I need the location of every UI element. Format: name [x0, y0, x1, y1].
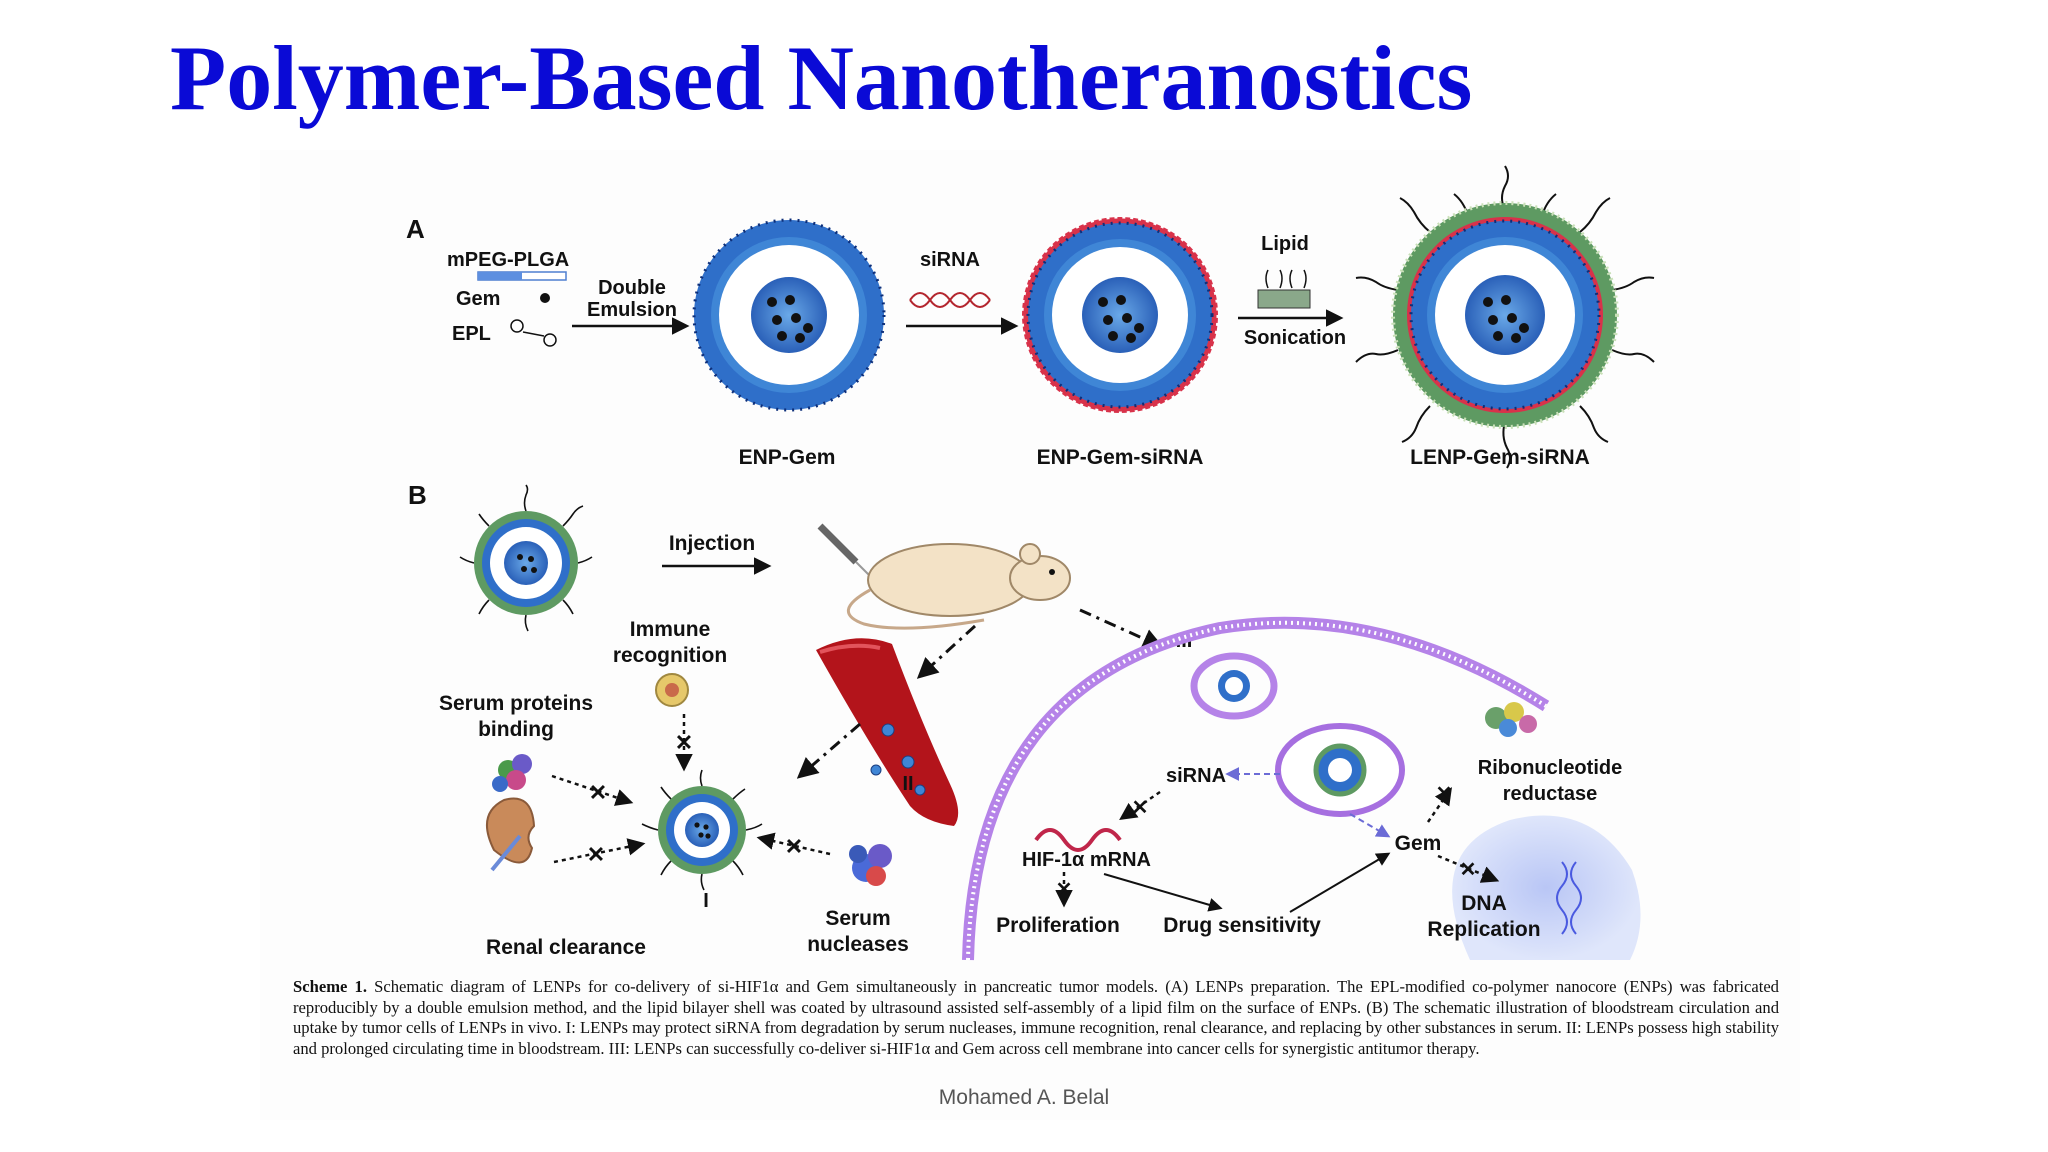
endosome	[1275, 723, 1405, 817]
input-gem: Gem	[456, 288, 500, 310]
label-sirna-release: siRNA	[1166, 765, 1226, 787]
input-epl: EPL	[452, 323, 491, 345]
step-lipid: Lipid	[1261, 233, 1309, 255]
sirna-helix-icon	[909, 292, 991, 308]
nuclease-icon	[849, 844, 892, 886]
immune-cell-icon	[655, 673, 689, 707]
kidney-icon	[486, 797, 536, 872]
product-lenp-gem-sirna: LENP-Gem-siRNA	[1410, 446, 1590, 469]
mouse-icon	[846, 543, 1071, 630]
hif-to-drug-arrow	[1103, 873, 1223, 912]
slide-title: Polymer-Based Nanotheranostics	[170, 27, 1473, 129]
label-renal-clearance: Renal clearance	[486, 936, 646, 959]
serum-protein-icon	[492, 754, 532, 792]
label-hif-mrna: HIF-1α mRNA	[1022, 849, 1151, 871]
block-mark-ribo: ✕	[1436, 783, 1453, 805]
step-sonication: Sonication	[1244, 327, 1346, 349]
endocytosis-vesicle	[1190, 652, 1278, 720]
cell-membrane	[962, 616, 1550, 961]
lenp-small-icon	[459, 484, 593, 632]
block-mark-mrna: ✕	[1132, 797, 1149, 819]
label-gem: Gem	[1395, 832, 1442, 855]
figure-caption: Scheme 1. Schematic diagram of LENPs for…	[293, 977, 1779, 1059]
arrow-to-vessel	[916, 624, 977, 679]
enp-gem-sirna-particle	[1020, 215, 1220, 415]
drug-to-gem-arrow	[1289, 852, 1391, 913]
roman-i: I	[703, 890, 709, 912]
epl-icon	[510, 319, 557, 347]
caption-label: Scheme 1.	[293, 977, 367, 996]
arrow-to-cell	[1079, 608, 1164, 649]
label-proliferation: Proliferation	[996, 914, 1120, 937]
label-drug-sensitivity: Drug sensitivity	[1163, 914, 1321, 937]
gem-to-dna-arrow	[1437, 854, 1500, 883]
block-mark-dna: ✕	[1460, 859, 1477, 881]
enp-gem-particle	[692, 218, 886, 412]
blocked-protein-arrow	[551, 774, 634, 806]
block-mark-protein: ✕	[589, 780, 607, 805]
caption-text: Schematic diagram of LENPs for co-delive…	[293, 977, 1779, 1058]
mrna-wave-icon	[1034, 828, 1122, 852]
arrow-release-gem	[1349, 813, 1391, 838]
syringe-icon	[817, 523, 873, 579]
lenp-protected-icon	[641, 769, 763, 891]
gem-dot	[540, 293, 550, 303]
step-sirna: siRNA	[920, 249, 980, 271]
blood-vessel-icon	[816, 638, 959, 826]
block-mark-immune: ✕	[675, 730, 693, 755]
product-enp-gem-sirna: ENP-Gem-siRNA	[1037, 446, 1204, 469]
panel-b-letter: B	[408, 480, 427, 510]
product-enp-gem: ENP-Gem	[739, 446, 836, 469]
blocked-renal-arrow	[553, 838, 646, 864]
block-mark-nuclease: ✕	[785, 834, 803, 859]
ribonucleotide-reductase-icon	[1485, 702, 1537, 737]
roman-ii: II	[902, 773, 913, 795]
gem-to-ribo-arrow	[1426, 787, 1452, 823]
author-footer: Mohamed A. Belal	[938, 1086, 1110, 1109]
nucleus	[1452, 815, 1641, 960]
input-mpeg-plga: mPEG-PLGA	[447, 249, 569, 271]
arrow-vessel-to-lenp	[796, 722, 861, 779]
lenp-gem-sirna-particle	[1355, 165, 1655, 469]
panel-a-letter: A	[406, 214, 425, 244]
lipid-film-icon	[1257, 269, 1311, 309]
label-injection: Injection	[669, 532, 755, 555]
block-mark-renal: ✕	[587, 842, 605, 867]
blocked-nuclease-arrow	[756, 832, 831, 856]
block-mark-proliferation: ✕	[1056, 879, 1073, 901]
